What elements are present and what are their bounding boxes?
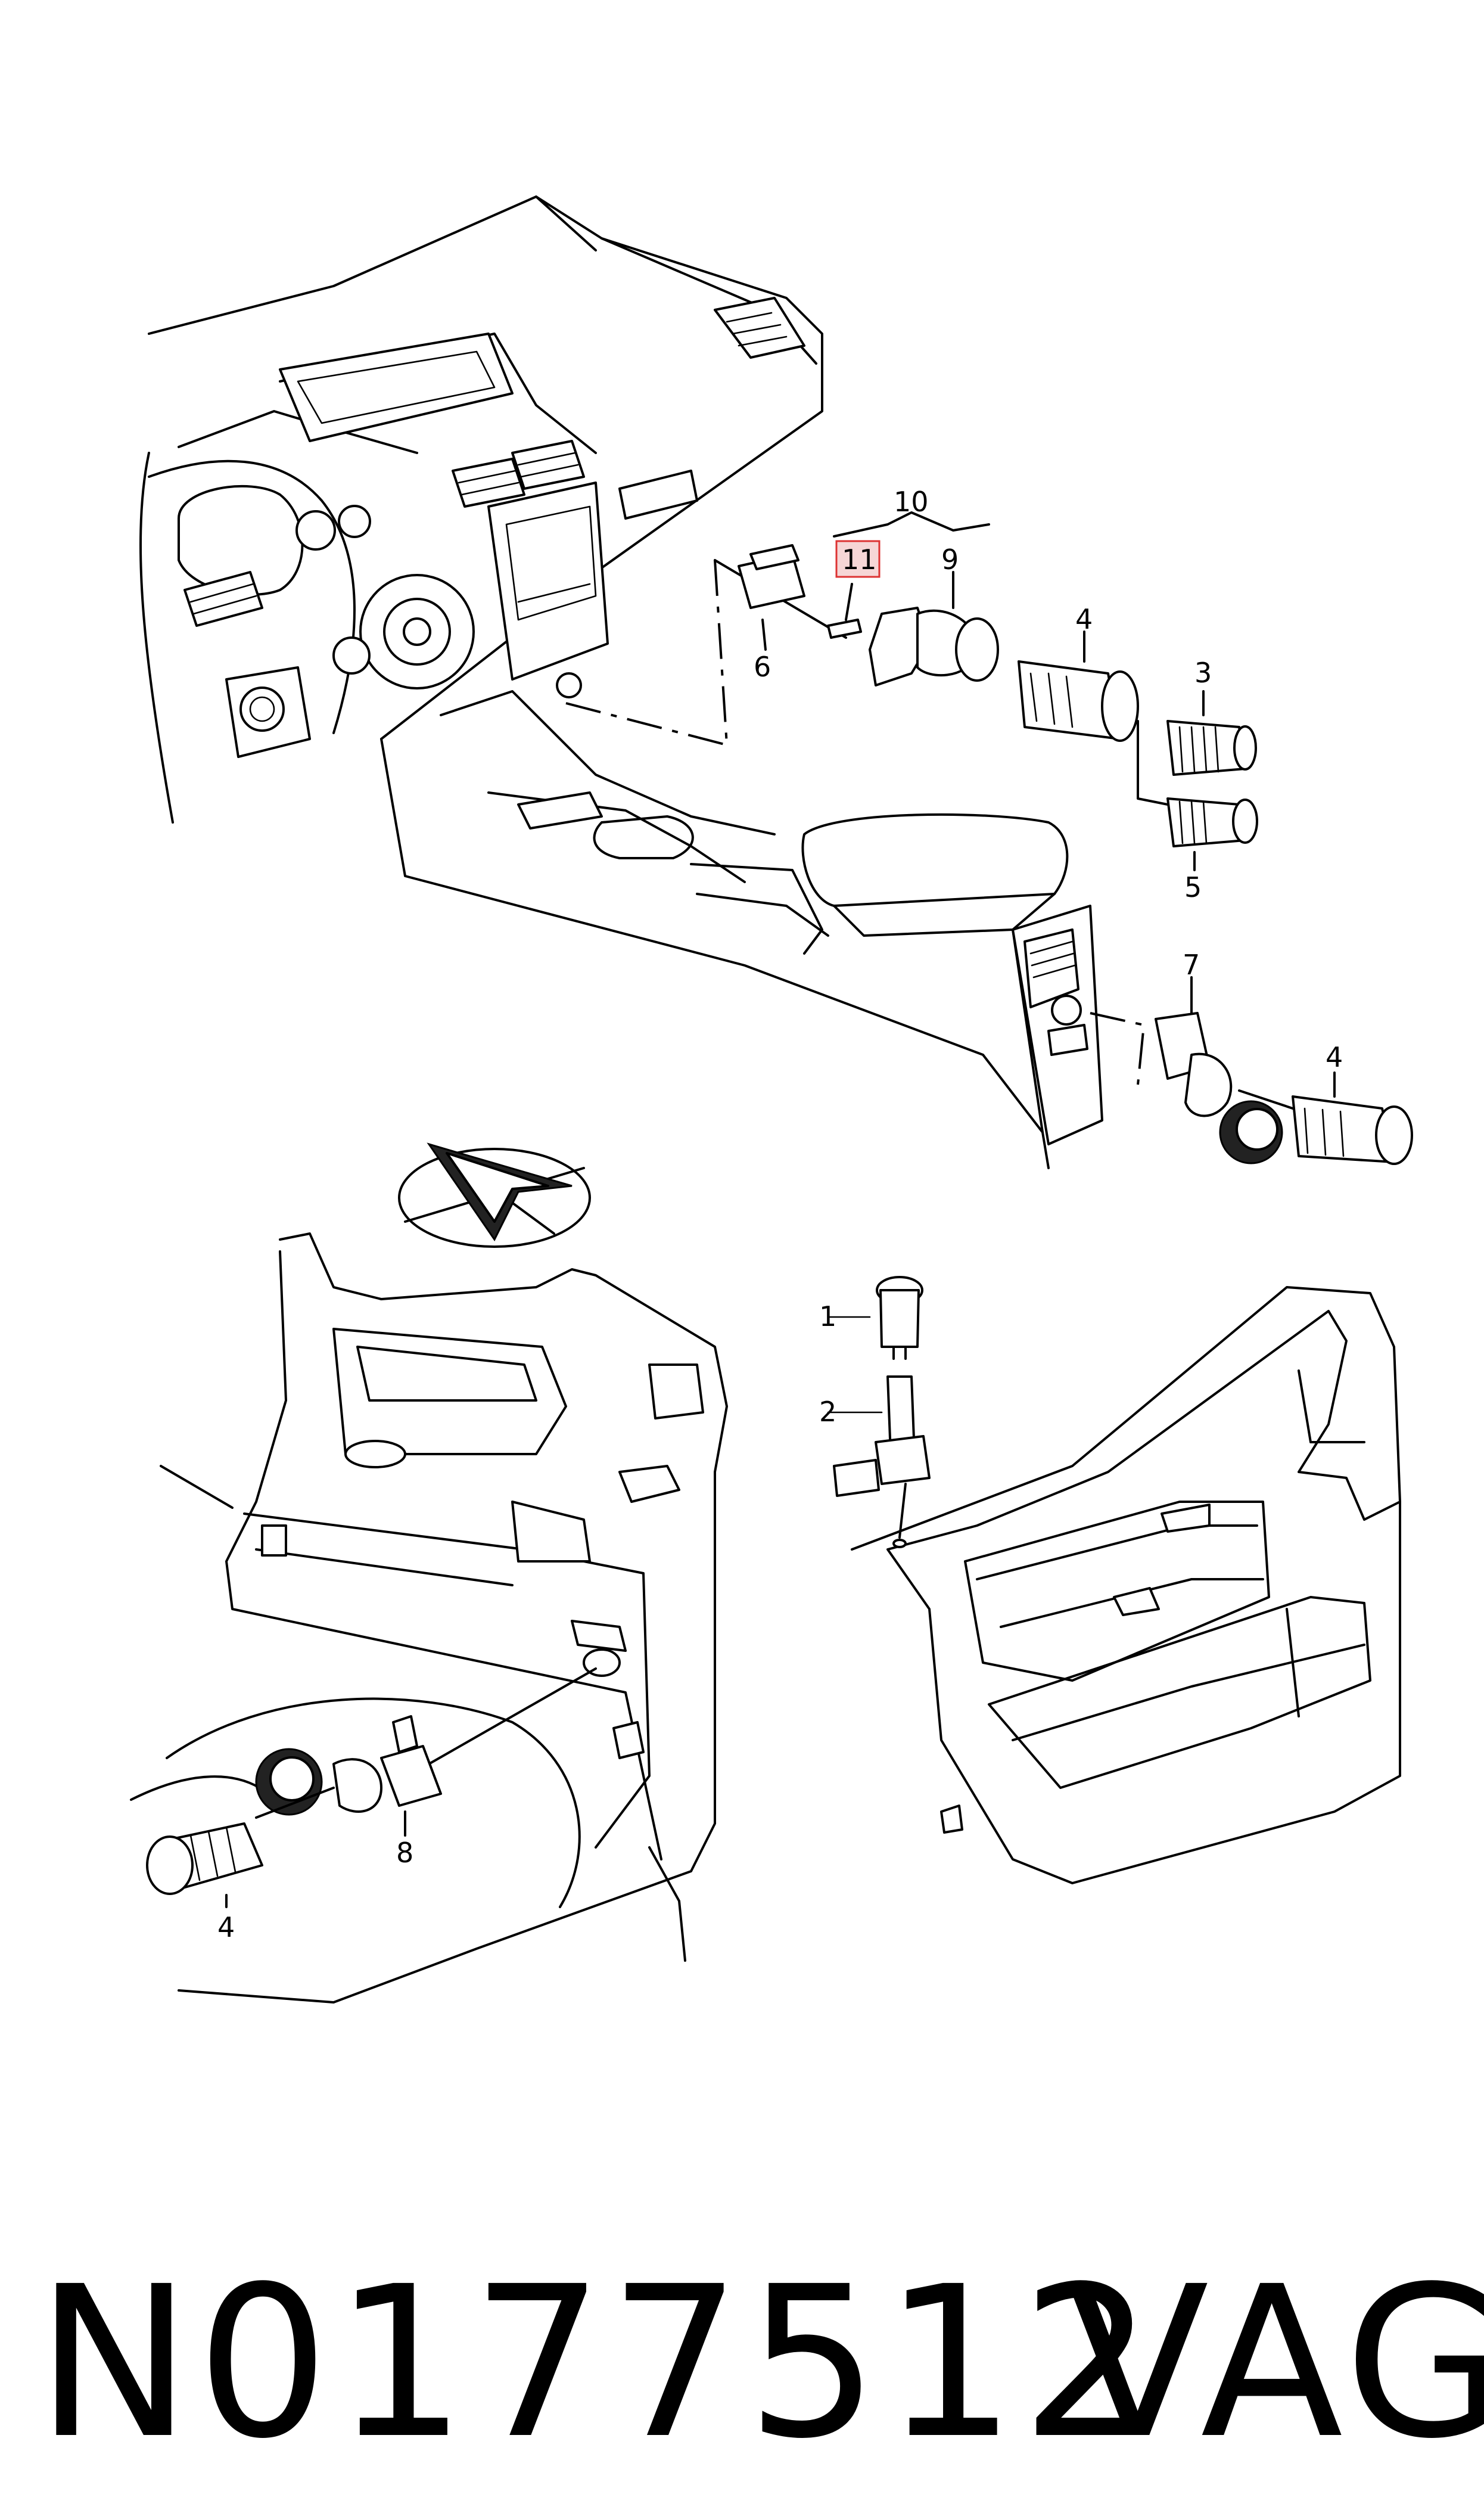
callout-7: 7 [1183,949,1200,981]
callout-9: 9 [941,543,959,576]
part-10-holder [869,607,931,687]
callout-10: 10 [894,486,929,518]
rear-console-parts-group [1090,976,1413,1165]
part-2-connector [833,1459,880,1497]
part-8-holder [380,1745,442,1807]
callout-leaders [827,1316,883,1414]
callout-8: 8 [396,1837,413,1869]
part-number-label: N0177512 [36,2241,1159,2484]
callout-11: 11 [842,543,877,576]
lower-left-parts-group [146,1667,597,1908]
callout-2: 2 [819,1396,836,1428]
callout-5: 5 [1184,871,1202,903]
lower-middle-parts-group [833,1276,931,1548]
callout-4-door: 4 [217,1911,235,1943]
upper-parts-group [565,511,1258,871]
callout-4-top: 4 [1075,603,1093,635]
dashboard-illustration [139,195,823,835]
callout-1: 1 [819,1300,836,1333]
part-1-cover [879,1289,920,1348]
callout-3: 3 [1194,657,1212,689]
rear-door-panel-illustration [130,1232,728,2004]
part-11-pin [827,619,862,639]
center-console-illustration [380,738,1103,1169]
callout-4-rear: 4 [1326,1041,1343,1073]
brand-label: VAG [1066,2241,1484,2484]
callout-11-highlight [835,540,881,578]
direction-compass [398,1142,591,1248]
callout-labels: 10 11 9 6 4 3 5 7 4 1 2 8 4 [217,486,1343,1943]
front-door-panel-illustration [851,1286,1401,1884]
callout-6: 6 [754,651,771,683]
